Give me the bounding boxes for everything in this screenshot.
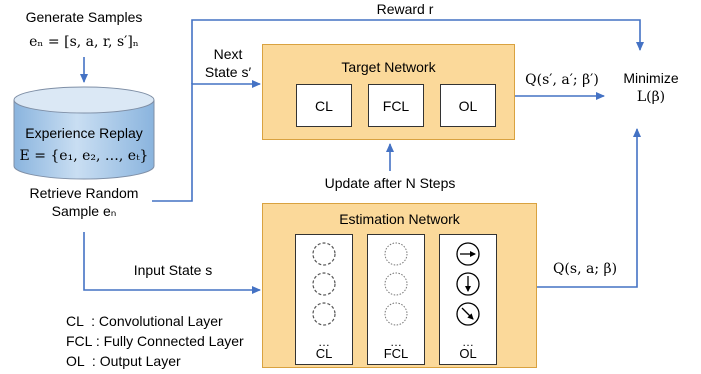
next-state-line2: State s′	[204, 64, 252, 80]
reward-arrow	[191, 19, 644, 84]
target-layer-fcl: FCL	[368, 84, 424, 127]
generate-samples-title: Generate Samples	[25, 9, 143, 25]
update-label: Update after N Steps	[324, 175, 456, 191]
legend-fcl: FCL : Fully Connected Layer	[66, 333, 244, 349]
experience-replay-title: Experience Replay	[25, 125, 143, 141]
next-state-arrow	[152, 80, 261, 202]
reward-label: Reward r	[376, 1, 434, 17]
target-layer-cl: CL	[296, 84, 352, 127]
cl-ellipsis: …	[318, 335, 330, 349]
replay-formula: E = {e₁, e₂, …, eₜ}	[19, 148, 149, 164]
legend-ol: OL : Output Layer	[66, 353, 181, 369]
target-q-value: Q(s′, a′; β′)	[525, 72, 599, 88]
output-nodes	[456, 242, 480, 326]
estimation-column-cl: … CL	[295, 234, 353, 365]
sample-formula: eₙ = [s, a, r, s′]ₙ	[29, 34, 139, 50]
ol-column-label: OL	[459, 346, 477, 361]
legend-cl: CL : Convolutional Layer	[66, 313, 223, 329]
target-network-title: Target Network	[341, 59, 436, 75]
input-state-label: Input State s	[133, 262, 213, 278]
fcl-column-label: FCL	[383, 346, 409, 361]
target-network: Target Network CL FCL OL	[262, 44, 515, 140]
estimation-q-value: Q(s, a; β)	[552, 261, 618, 277]
loss-function: L(β)	[636, 89, 666, 105]
cl-column-label: CL	[315, 346, 333, 361]
fcl-ellipsis: …	[390, 335, 402, 349]
input-state-arrow	[83, 232, 261, 294]
target-layer-ol: OL	[440, 84, 496, 127]
ol-ellipsis: …	[462, 335, 474, 349]
fc-nodes	[384, 242, 408, 326]
retrieve-label-line2: Sample eₙ	[51, 203, 117, 219]
conv-nodes	[312, 242, 336, 326]
estimation-column-ol: … OL	[439, 234, 497, 365]
estimation-network-title: Estimation Network	[339, 211, 460, 227]
estimation-column-fcl: … FCL	[367, 234, 425, 365]
experience-replay-cylinder	[13, 86, 155, 180]
estimation-network: Estimation Network … CL … FCL	[262, 203, 537, 368]
retrieve-label-line1: Retrieve Random	[29, 185, 139, 201]
estimation-output-arrow	[537, 128, 641, 288]
next-state-line1: Next	[213, 46, 243, 62]
minimize-label: Minimize	[623, 70, 679, 86]
